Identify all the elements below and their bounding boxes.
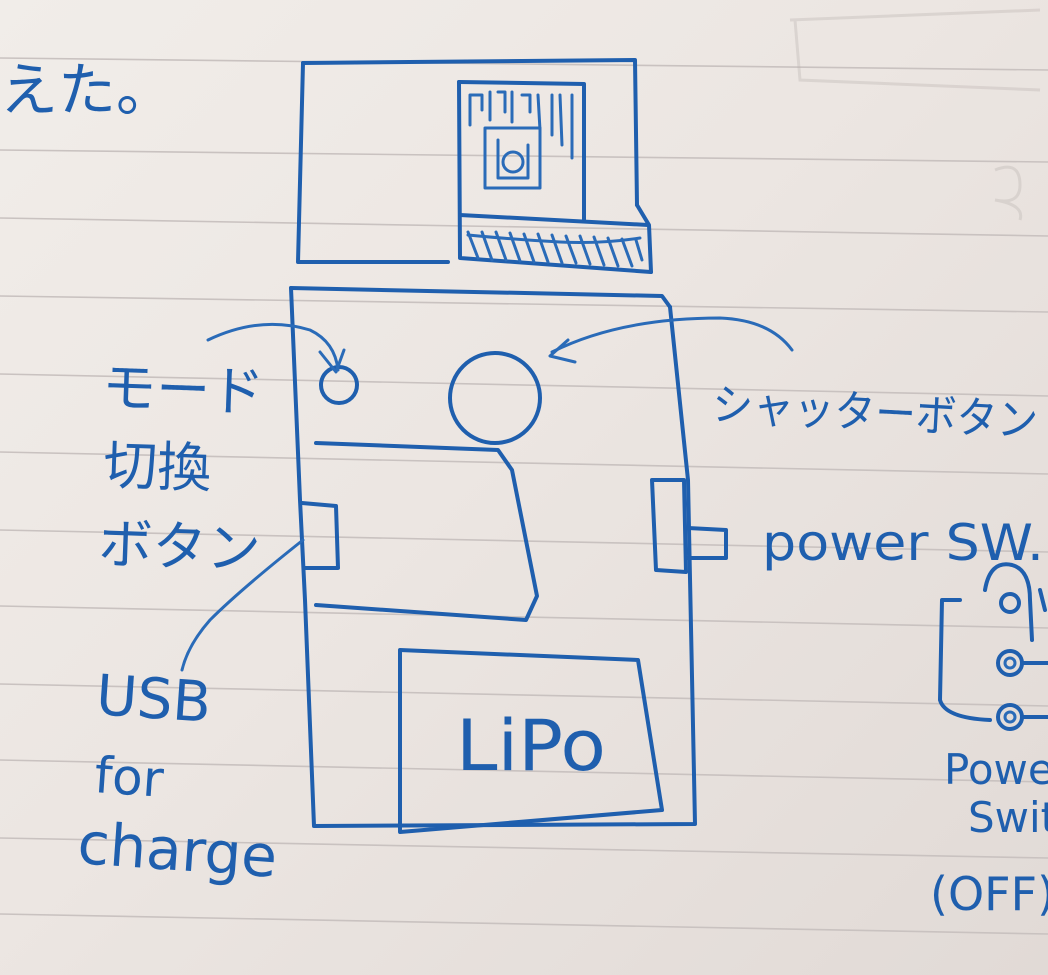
usb-port bbox=[180, 501, 340, 672]
usb-label-line-3: charge bbox=[76, 809, 280, 891]
switch-detail bbox=[938, 562, 1048, 731]
main-body bbox=[289, 286, 697, 828]
mode-label-line-2: 切換 bbox=[102, 434, 212, 501]
mode-label-line-1: モード bbox=[101, 356, 265, 425]
shutter-button-label: シャッターボタン bbox=[711, 380, 1039, 448]
power-switch-label-line-2: Switch bbox=[968, 793, 1048, 842]
shutter-button bbox=[448, 316, 794, 445]
mode-label-line-3: ボタン bbox=[98, 513, 262, 582]
usb-label: USB for charge bbox=[76, 663, 280, 891]
power-switch bbox=[650, 478, 728, 574]
ruled-lines bbox=[0, 57, 1048, 935]
lipo-battery bbox=[398, 648, 664, 834]
power-switch-label-line-1: Power bbox=[944, 745, 1048, 794]
mode-button-label: モード 切換 ボタン bbox=[98, 356, 266, 582]
usb-label-line-2: for bbox=[93, 746, 166, 809]
off-label: (OFF) bbox=[930, 867, 1048, 921]
back-page-ghost bbox=[789, 8, 1041, 221]
lipo-label: LiPo bbox=[456, 705, 606, 787]
top-fragment-label: えた。 bbox=[0, 56, 174, 124]
power-sw-label: power SW. bbox=[762, 514, 1044, 572]
mode-button bbox=[206, 322, 359, 405]
usb-label-line-1: USB bbox=[94, 663, 213, 736]
camera-module bbox=[296, 58, 653, 274]
controller-board bbox=[314, 441, 539, 622]
